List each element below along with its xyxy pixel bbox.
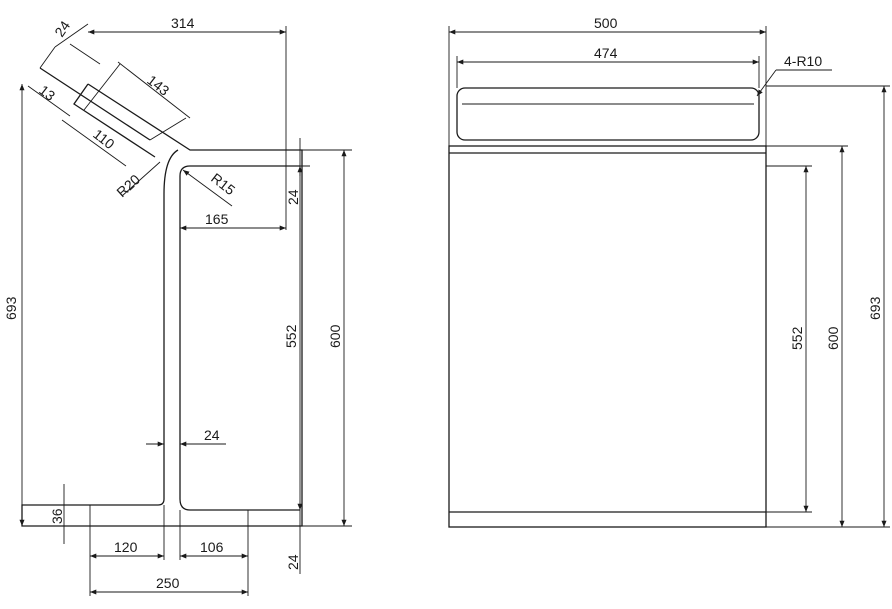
leader-r20: [121, 161, 161, 197]
left-profile-view: 24 314 143 13 110 R20 R15 165 24 693: [3, 15, 352, 596]
lip-outline: [39, 67, 156, 158]
label-top-thickness: 24: [285, 189, 301, 205]
label-inner-height: 552: [283, 324, 299, 348]
label-base-width: 250: [156, 575, 180, 591]
label-inner-width: 165: [205, 211, 229, 227]
label-inner-width-front: 474: [594, 45, 618, 61]
label-lip-length: 143: [144, 72, 172, 99]
label-total-height-front: 693: [867, 296, 883, 320]
dim-ext-flange-2: [69, 43, 101, 65]
dim-line-lip-inner: [61, 119, 127, 167]
dim-line-flange-thickness: [39, 46, 56, 69]
leader-corner-radius: [756, 69, 777, 97]
label-top-width: 314: [171, 15, 195, 31]
label-outer-width: 500: [594, 15, 618, 31]
top-slot: [456, 87, 760, 141]
front-body: [448, 145, 767, 528]
label-lip-offset: 13: [36, 82, 58, 104]
right-front-view: 500 474 4-R10 552 600 693: [448, 15, 890, 528]
label-foot-left: 120: [114, 539, 138, 555]
label-inner-height-front: 552: [789, 326, 805, 350]
label-height: 600: [327, 324, 343, 348]
label-foot-height: 36: [49, 508, 65, 524]
label-root-radius-outer: R20: [113, 171, 143, 200]
dim-ext-lip-1: [117, 61, 191, 119]
label-root-radius-inner: R15: [208, 170, 238, 199]
leader-r15: [182, 169, 233, 207]
profile-outline: [21, 83, 303, 527]
dim-ext-lip-3: [149, 117, 187, 141]
dim-ext-lip-2: [83, 63, 121, 111]
dim-line-lip-offset: [27, 85, 71, 117]
label-bottom-thickness: 24: [285, 554, 301, 570]
label-height-front: 600: [825, 326, 841, 350]
label-flange-thickness: 24: [51, 18, 73, 40]
label-web-thickness: 24: [204, 427, 220, 443]
dim-ext-flange: [54, 23, 89, 48]
profile-inner-outline: [179, 165, 300, 511]
label-corner-radius: 4-R10: [784, 53, 822, 69]
label-total-height: 693: [3, 296, 19, 320]
label-foot-right: 106: [200, 539, 224, 555]
